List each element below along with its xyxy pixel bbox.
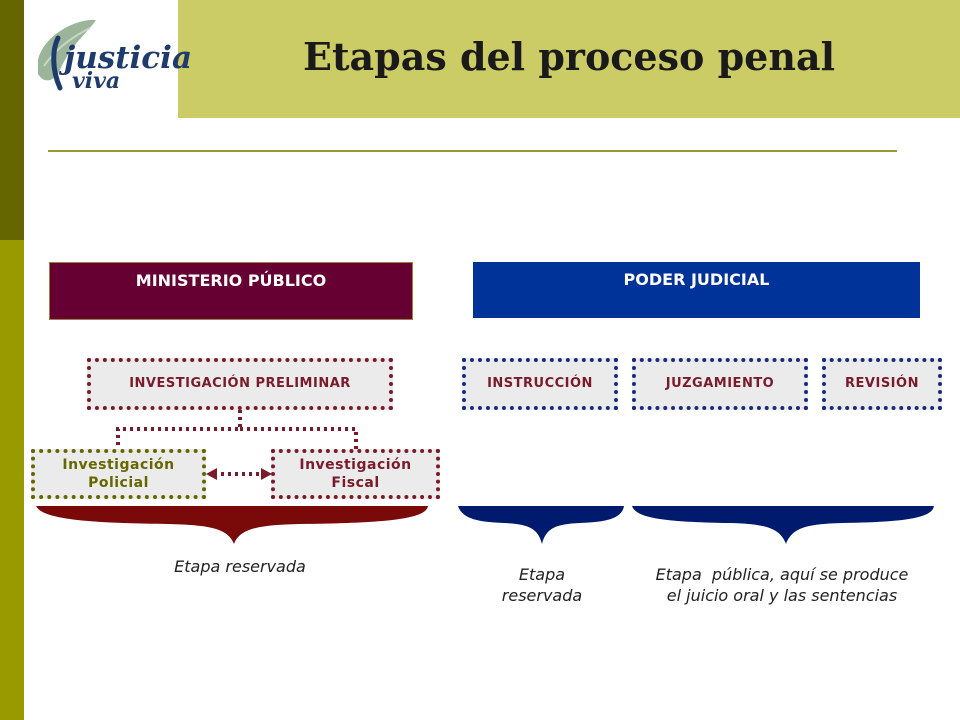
stage-instruccion: INSTRUCCIÓN	[462, 358, 618, 410]
logo-text-justicia: justicia	[64, 40, 193, 76]
sidebar-strip-top	[0, 0, 24, 240]
ministerio-publico-header: MINISTERIO PÚBLICO	[49, 262, 413, 320]
brace-instruccion	[458, 506, 624, 544]
brace-juzgamiento-revision	[632, 506, 934, 544]
fiscal-label-line2: Fiscal	[331, 475, 380, 491]
arrow-left-icon	[206, 468, 217, 480]
stage-investigacion-preliminar: INVESTIGACIÓN PRELIMINAR	[87, 358, 393, 410]
preliminar-connector	[116, 410, 358, 451]
caption-public-stage: Etapa pública, aquí se produce el juicio…	[622, 564, 942, 606]
stage-instruccion-label: INSTRUCCIÓN	[487, 376, 593, 391]
stage-juzgamiento: JUZGAMIENTO	[632, 358, 808, 410]
arrow-right-icon	[261, 468, 272, 480]
stage-revision: REVISIÓN	[822, 358, 942, 410]
page-title: Etapas del proceso penal	[302, 34, 836, 79]
logo	[30, 12, 170, 107]
stage-investigacion-policial: Investigación Policial	[31, 449, 206, 499]
header-band	[178, 0, 960, 118]
caption-instruccion-line2: reservada	[501, 586, 583, 605]
policial-label-line2: Policial	[88, 475, 149, 491]
caption-mp-reserved: Etapa reservada	[174, 557, 306, 576]
fiscal-label-line1: Investigación	[299, 457, 412, 473]
stage-investigacion-preliminar-label: INVESTIGACIÓN PRELIMINAR	[129, 376, 351, 391]
brace-ministerio	[36, 506, 428, 544]
logo-text-viva: viva	[72, 68, 121, 94]
stage-juzgamiento-label: JUZGAMIENTO	[665, 376, 775, 391]
header-divider	[48, 150, 897, 152]
caption-instruccion-reserved: Etapa reservada	[470, 564, 614, 606]
caption-public-line1: Etapa pública, aquí se produce	[655, 565, 909, 584]
logo-leaf-icon	[38, 19, 96, 91]
poder-judicial-header: PODER JUDICIAL	[473, 262, 920, 318]
sidebar-strip-bottom	[0, 480, 24, 720]
stage-investigacion-fiscal: Investigación Fiscal	[271, 449, 440, 499]
stage-revision-label: REVISIÓN	[845, 376, 919, 391]
policial-label-line1: Investigación	[62, 457, 175, 473]
caption-instruccion-line1: Etapa	[518, 565, 566, 584]
caption-public-line2: el juicio oral y las sentencias	[666, 586, 898, 605]
sidebar-strip-middle	[0, 240, 24, 480]
